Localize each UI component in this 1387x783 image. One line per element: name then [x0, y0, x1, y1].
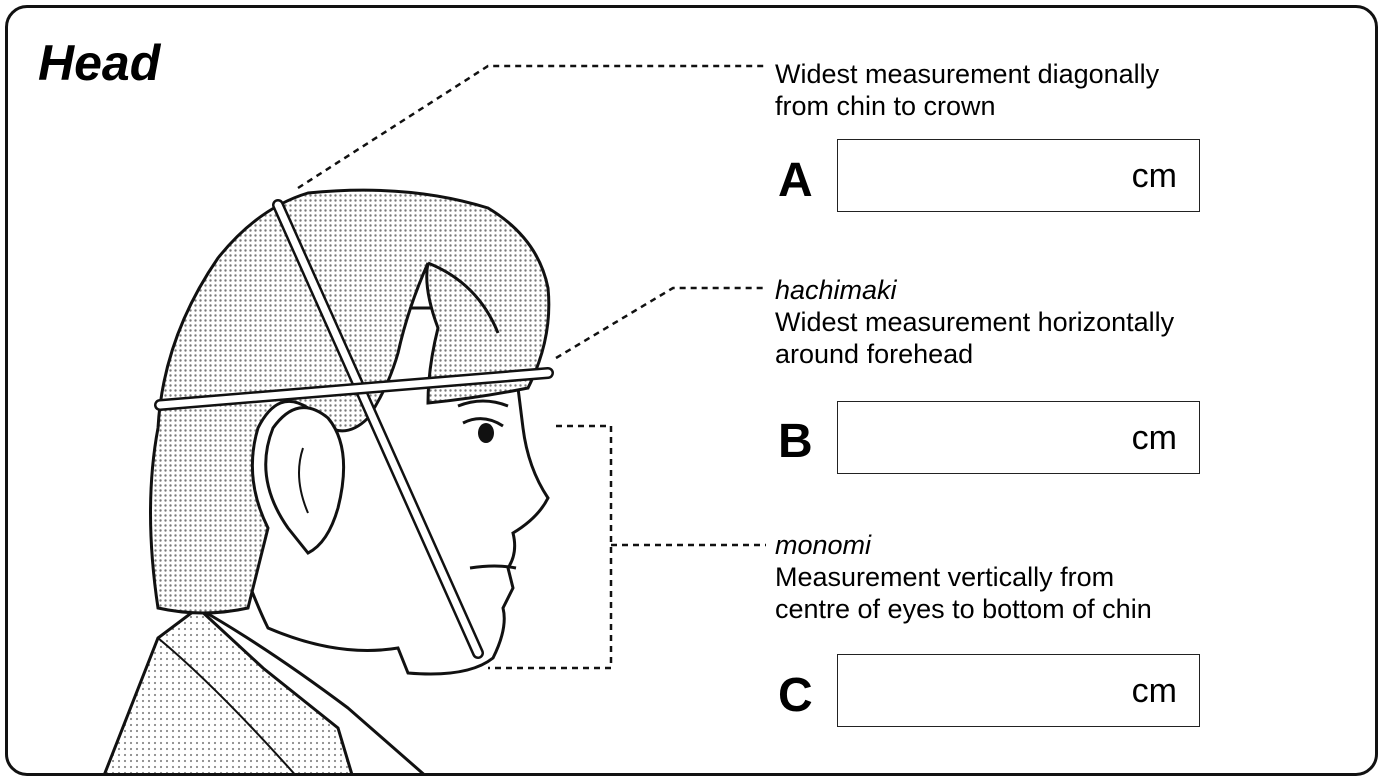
leader-line-b	[556, 288, 766, 358]
measurement-c-term: monomi	[775, 529, 1152, 561]
measurement-b-line-2: around forehead	[775, 338, 1174, 370]
measurement-b-letter: B	[778, 418, 813, 466]
measurement-b-unit: cm	[1132, 421, 1177, 455]
measurement-c-field[interactable]: cm	[837, 654, 1200, 727]
leader-line-a	[298, 66, 766, 188]
measurement-a-line-2: from chin to crown	[775, 90, 1159, 122]
measurement-c-letter: C	[778, 672, 813, 720]
measurement-c-description: monomi Measurement vertically from centr…	[775, 529, 1152, 625]
measurement-b-field[interactable]: cm	[837, 401, 1200, 474]
measurement-a-field[interactable]: cm	[837, 139, 1200, 212]
measurement-c-line-2: centre of eyes to bottom of chin	[775, 593, 1152, 625]
measurement-a-description: Widest measurement diagonally from chin …	[775, 58, 1159, 122]
measurement-a-unit: cm	[1132, 159, 1177, 193]
measurement-a-line-1: Widest measurement diagonally	[775, 58, 1159, 90]
measurement-b-description: hachimaki Widest measurement horizontall…	[775, 274, 1174, 370]
measurement-c-unit: cm	[1132, 674, 1177, 708]
measurement-b-term: hachimaki	[775, 274, 1174, 306]
measurement-b-line-1: Widest measurement horizontally	[775, 306, 1174, 338]
measurement-c-line-1: Measurement vertically from	[775, 561, 1152, 593]
measurement-a-letter: A	[778, 157, 813, 205]
head-measurement-panel: Head	[5, 5, 1378, 776]
